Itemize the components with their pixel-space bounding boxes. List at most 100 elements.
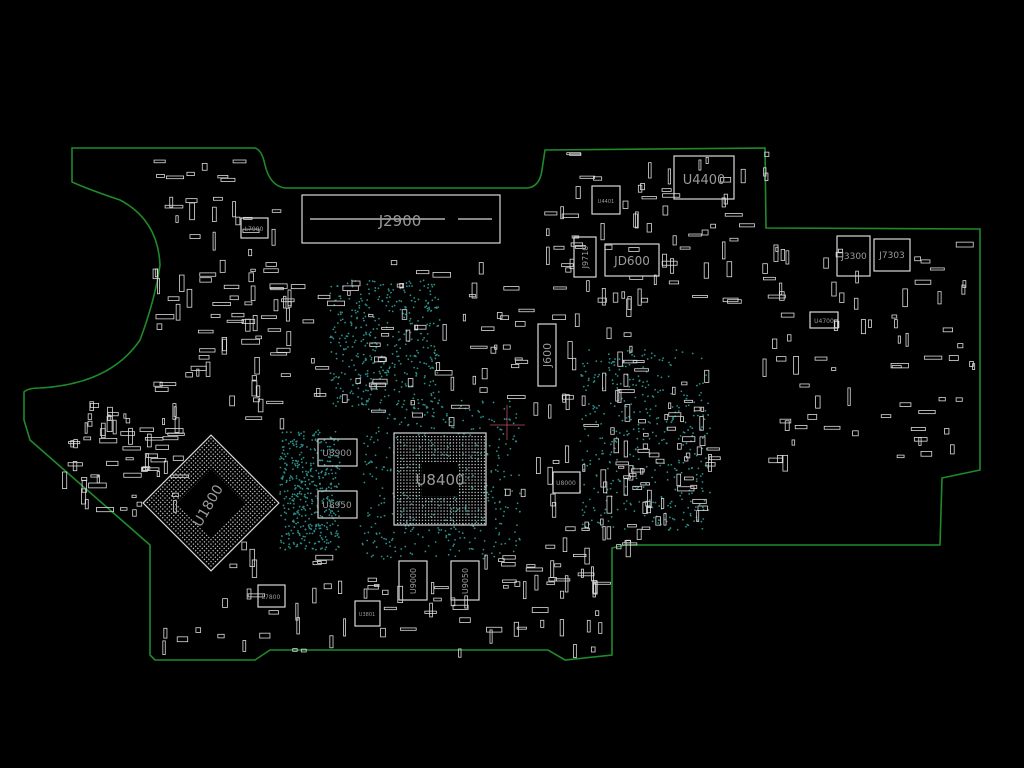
smd-pad <box>721 241 726 260</box>
bga-ball <box>190 540 193 543</box>
bga-ball <box>431 436 433 438</box>
bga-ball <box>409 488 411 490</box>
component-j600[interactable]: J600 <box>537 323 557 387</box>
bga-ball <box>403 488 405 490</box>
smd-pad <box>708 456 721 461</box>
component-j7303[interactable]: J7303 <box>873 238 911 272</box>
bga-ball <box>192 473 195 475</box>
bga-ball <box>256 488 258 491</box>
smd-pad <box>341 394 348 403</box>
component-u9050[interactable]: U9050 <box>450 560 480 601</box>
component-u8400[interactable]: U8400 <box>393 432 487 526</box>
component-j2900[interactable]: J2900 <box>301 194 501 244</box>
bga-ball <box>455 442 458 444</box>
via <box>355 326 358 329</box>
bga-ball <box>181 483 184 486</box>
smd-pad <box>259 632 271 639</box>
component-l7900[interactable]: L7900 <box>240 217 269 239</box>
via <box>645 465 648 468</box>
via <box>518 492 521 495</box>
bga-ball <box>412 467 414 469</box>
bga-ball <box>403 445 405 447</box>
via <box>288 447 291 450</box>
bga-ball <box>440 451 442 453</box>
component-u8900[interactable]: U8900 <box>317 438 358 467</box>
via <box>593 376 596 379</box>
component-u3801[interactable]: U3801 <box>354 600 381 627</box>
bga-ball <box>406 463 408 466</box>
bga-ball <box>474 494 476 497</box>
via <box>282 542 285 545</box>
via <box>368 333 371 336</box>
bga-ball <box>409 470 411 472</box>
bga-ball <box>223 464 226 467</box>
bga-ball <box>459 479 461 481</box>
via <box>498 552 501 554</box>
via <box>415 371 417 374</box>
via <box>386 321 389 324</box>
bga-ball <box>221 466 223 469</box>
bga-ball <box>477 498 479 500</box>
smd-pad <box>87 413 93 420</box>
via <box>328 448 331 451</box>
smd-pad <box>648 162 652 179</box>
bga-ball <box>203 545 206 548</box>
via <box>434 541 437 543</box>
bga-ball <box>247 475 250 478</box>
component-l7800[interactable]: L7800 <box>257 584 286 608</box>
via <box>610 515 613 518</box>
via <box>286 489 289 492</box>
component-u8000[interactable]: U8000 <box>552 471 581 494</box>
bga-ball <box>242 475 245 478</box>
bga-ball <box>185 540 188 543</box>
via <box>615 470 618 473</box>
component-u9000[interactable]: U9000 <box>398 560 428 601</box>
smd-pad <box>516 626 527 630</box>
via <box>330 487 333 490</box>
bga-ball <box>443 522 445 525</box>
component-j9710[interactable]: J9710 <box>573 236 597 278</box>
smd-pad <box>242 228 260 234</box>
bga-ball <box>234 532 237 535</box>
via <box>709 427 711 430</box>
via <box>638 430 640 433</box>
via <box>297 509 300 512</box>
via <box>294 463 296 465</box>
smd-pad <box>285 307 290 322</box>
bga-ball <box>179 530 182 532</box>
bga-ball <box>462 482 464 484</box>
bga-ball <box>459 473 461 475</box>
bga-ball <box>431 498 433 500</box>
component-u4700[interactable]: U4700 <box>809 311 839 329</box>
component-u4401[interactable]: U4401 <box>591 185 621 215</box>
via <box>608 366 610 369</box>
bga-ball <box>480 522 482 525</box>
via <box>415 374 418 377</box>
component-u8950[interactable]: U8950 <box>317 490 358 519</box>
bga-ball <box>201 551 204 554</box>
bga-ball <box>449 522 451 525</box>
component-u1800[interactable]: U1800 <box>142 434 280 572</box>
component-j3300[interactable]: J3300 <box>836 235 871 277</box>
bga-ball <box>477 519 479 521</box>
via <box>397 331 400 333</box>
bga-ball <box>409 451 411 453</box>
smd-pad <box>740 168 746 184</box>
bga-ball <box>236 534 239 537</box>
bga-ball <box>418 473 420 475</box>
bga-ball <box>459 448 461 450</box>
bga-ball <box>240 508 243 510</box>
bga-ball <box>234 540 237 543</box>
via <box>438 498 441 501</box>
bga-ball <box>443 460 445 463</box>
component-jd600[interactable]: JD600 <box>604 243 660 277</box>
component-u4400[interactable]: U4400 <box>673 155 735 200</box>
bga-ball <box>181 532 184 535</box>
smd-pad <box>125 457 134 461</box>
bga-ball <box>471 448 473 450</box>
via <box>616 458 618 461</box>
smd-pad <box>312 561 322 566</box>
bga-ball <box>240 516 243 519</box>
bga-ball <box>440 501 442 503</box>
